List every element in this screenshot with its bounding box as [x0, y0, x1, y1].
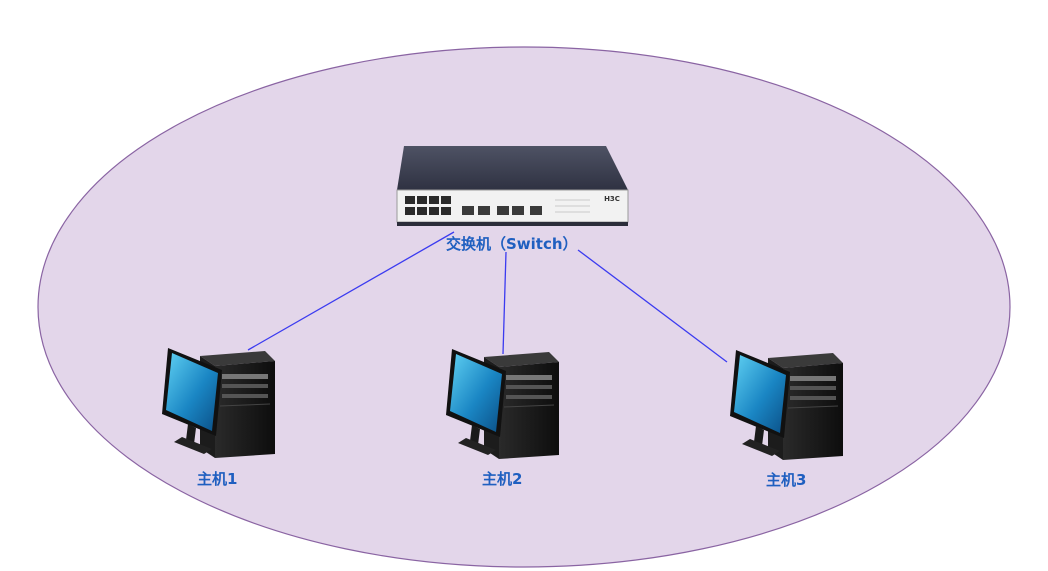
host1-label: 主机1 [197, 470, 238, 488]
switch-icon: H3C [396, 146, 629, 226]
link-host1 [247, 231, 455, 351]
host3-label: 主机3 [766, 471, 807, 489]
host3-computer-icon [729, 349, 844, 461]
host2-computer-icon [445, 348, 560, 460]
host1-computer-icon [161, 347, 276, 459]
link-host2 [502, 251, 507, 355]
link-host3 [577, 249, 728, 363]
switch-brand-label: H3C [604, 195, 620, 203]
network-ellipse [37, 46, 1011, 568]
switch-label: 交换机（Switch） [446, 235, 578, 253]
host2-label: 主机2 [482, 470, 523, 488]
